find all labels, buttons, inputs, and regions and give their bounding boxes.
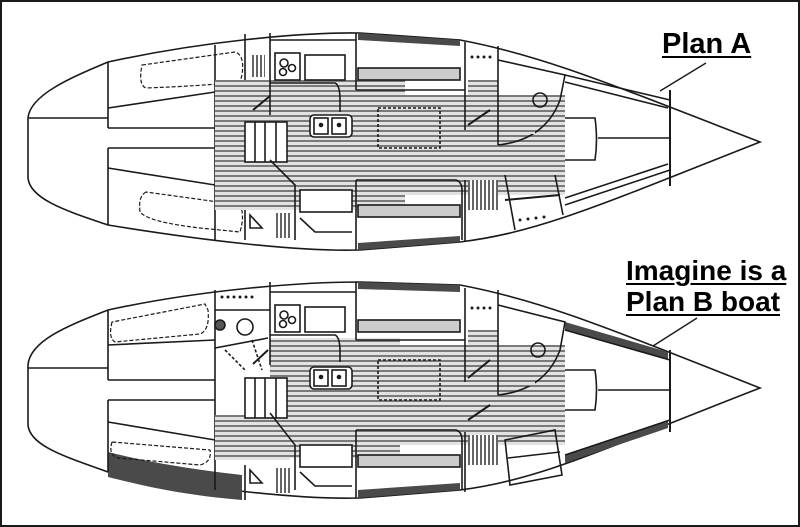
plan-b-label-line2: Plan B boat: [626, 286, 781, 318]
plan-a-drawing: [27, 32, 763, 252]
plan-b-label-line1: Imagine is a: [626, 255, 787, 286]
plan-b-label: Imagine is a Plan B boat: [626, 255, 786, 318]
plan-a-label: Plan A: [662, 28, 752, 60]
plan-b-drawing: [27, 281, 763, 500]
